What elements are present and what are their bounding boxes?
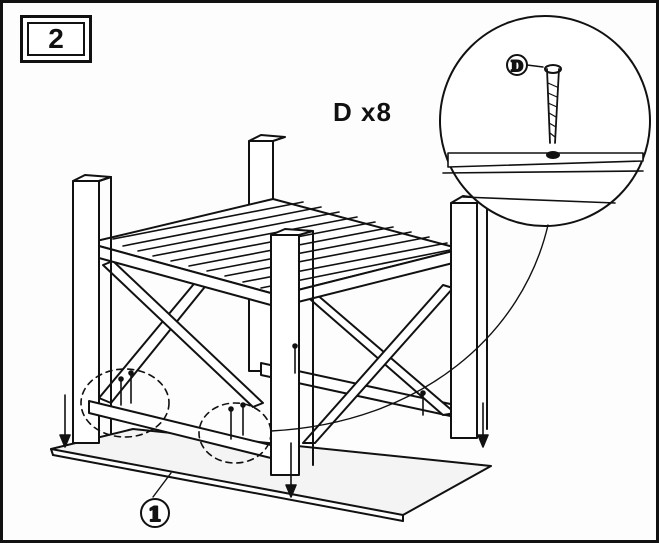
joint-highlight-circles <box>80 368 272 464</box>
base-board-label: 1 <box>148 502 162 526</box>
hardware-callout <box>506 54 528 76</box>
base-board-callout <box>140 498 170 528</box>
front-post-left <box>72 174 112 444</box>
left-side-brace <box>98 260 264 408</box>
screw-markers <box>118 343 426 440</box>
right-side-brace <box>302 284 456 444</box>
placement-arrows <box>59 394 489 498</box>
detail-magnifier <box>270 15 651 432</box>
base-board-leader <box>152 472 172 498</box>
assembly-illustration: D 1 <box>50 15 651 528</box>
step-number-box: 2 <box>20 15 92 63</box>
step-number: 2 <box>27 22 85 56</box>
front-post-right <box>450 195 488 439</box>
hardware-quantity: D x8 <box>333 97 392 127</box>
hardware-callout-label: D <box>511 59 523 75</box>
